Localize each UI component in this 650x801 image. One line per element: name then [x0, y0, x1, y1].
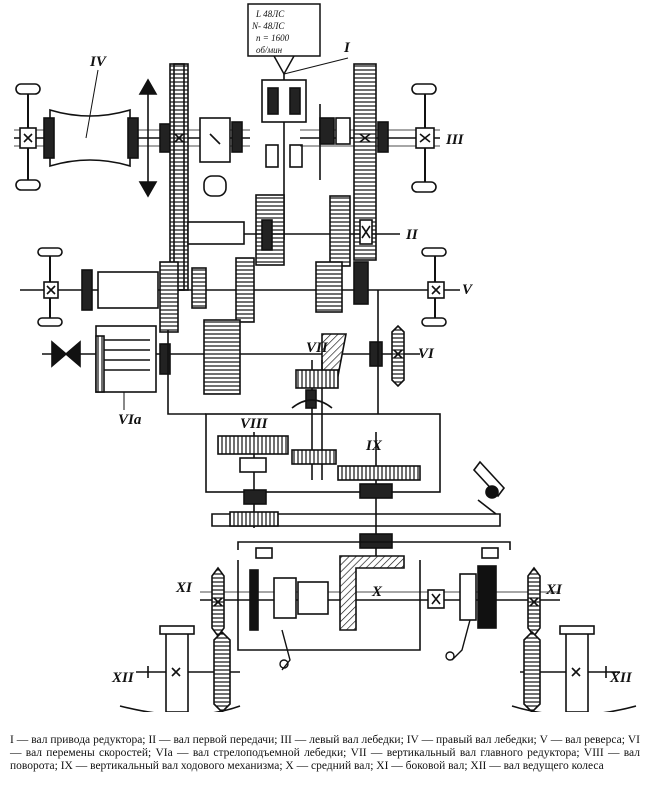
shaft-X: [200, 541, 560, 651]
label-shaft-XI-left: XI: [175, 580, 193, 596]
leader-I: [283, 57, 349, 75]
reducer-housing: [167, 290, 501, 527]
control-lever: [472, 460, 506, 515]
left-gear-column: [169, 63, 243, 291]
label-shaft-XII-right: XII: [609, 670, 633, 686]
shaft-XII-right: [511, 625, 637, 712]
engine-plate-line-1: L 48ЛС: [255, 9, 285, 19]
shaft-XII-left: [119, 625, 241, 712]
shaft-IX: [291, 432, 421, 560]
brake-levers: [279, 619, 471, 671]
label-shaft-II: II: [405, 227, 419, 243]
shaft-V: [20, 247, 460, 333]
shaft-I: [255, 74, 307, 266]
label-shaft-I: I: [343, 40, 351, 56]
label-shaft-VI: VI: [418, 346, 435, 362]
label-shaft-XII-left: XII: [111, 670, 135, 686]
engine-plate-line-3: n = 1600: [256, 33, 290, 43]
label-shaft-X: X: [371, 584, 383, 600]
leader-IV: [85, 69, 99, 139]
shaft-XI-right: [527, 566, 541, 638]
figure-caption: I — вал привода редуктора; II — вал перв…: [10, 734, 640, 773]
label-shaft-III: III: [445, 132, 465, 148]
transmission-kinematic-diagram: L 48ЛС N- 48ЛС n = 1600 об/мин I: [14, 3, 637, 712]
label-shaft-XI-right: XI: [545, 582, 563, 598]
label-shaft-V: V: [462, 282, 474, 298]
label-shaft-IX: IX: [365, 438, 383, 454]
engine-plate-line-4: об/мин: [256, 45, 283, 55]
engine-plate-line-2: N- 48ЛС: [251, 21, 285, 31]
shaft-VIII: [217, 432, 289, 528]
shaft-VI: [42, 319, 420, 395]
caption-text: I — вал привода редуктора; II — вал перв…: [10, 734, 640, 772]
shaft-XI-left: [211, 566, 225, 638]
engine-plate: L 48ЛС N- 48ЛС n = 1600 об/мин: [247, 3, 321, 76]
label-shaft-VIa: VIa: [118, 412, 142, 428]
label-shaft-VIII: VIII: [240, 416, 269, 432]
label-shaft-IV: IV: [89, 54, 108, 70]
shaft-III: [300, 63, 440, 261]
label-shaft-VII: VII: [306, 340, 329, 356]
shaft-IV: [14, 78, 250, 198]
